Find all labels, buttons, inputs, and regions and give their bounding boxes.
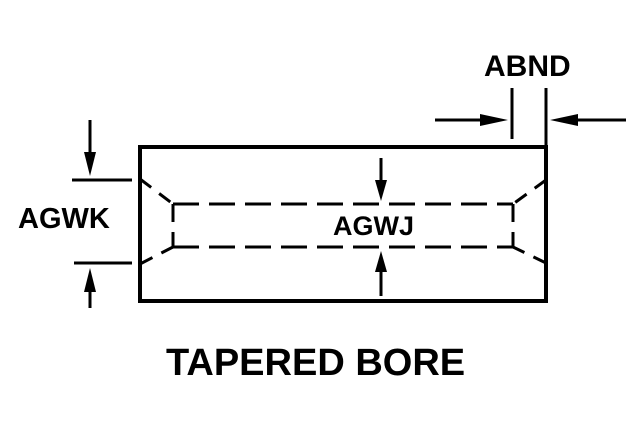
left-upper-taper-line [139, 177, 174, 206]
abnd-left-arrow-head [480, 114, 508, 126]
right-upper-taper-line [512, 178, 547, 206]
abnd-dimension-label: ABND [484, 50, 571, 83]
agwj-bottom-arrow-head [375, 251, 387, 272]
abnd-right-arrow-head [550, 114, 578, 126]
agwj-dimension-label: AGWJ [333, 211, 414, 241]
agwj-top-arrow-head [375, 180, 387, 201]
left-lower-taper-line [139, 245, 174, 266]
diagram-title: TAPERED BORE [166, 342, 466, 384]
right-lower-taper-line [512, 245, 547, 265]
part-outline [138, 145, 548, 303]
agwk-bottom-arrow-head [84, 268, 96, 292]
agwk-dimension-label: AGWK [18, 203, 110, 235]
agwk-top-arrow-head [84, 152, 96, 176]
